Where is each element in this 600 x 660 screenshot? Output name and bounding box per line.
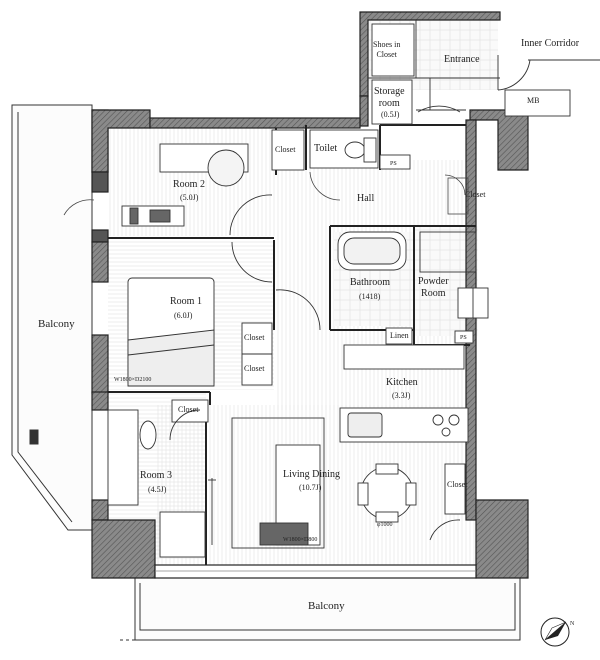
entrance-label: Entrance xyxy=(444,54,480,65)
sofa-dim: W1800×D800 xyxy=(283,537,318,543)
wall-sw-corner xyxy=(91,519,156,579)
inner-corridor-label: Inner Corridor xyxy=(521,38,580,49)
balcony-drain xyxy=(29,429,39,445)
walls xyxy=(91,11,529,579)
toilet xyxy=(309,129,411,170)
compass-icon xyxy=(540,617,570,647)
bath-fixtures xyxy=(337,231,489,345)
ps-powder-label: PS xyxy=(460,335,467,341)
living-dining-size: (10.7J) xyxy=(299,483,322,492)
room2-size: (5.0J) xyxy=(180,193,199,202)
closet-living-label: Closet xyxy=(447,480,468,489)
wall-east xyxy=(465,119,477,521)
room2-label: Room 2 xyxy=(173,179,205,190)
closet-hall-label: Closet xyxy=(465,190,486,199)
shoes-closet-label: Shoes in Closet xyxy=(373,40,401,59)
balcony-south-label: Balcony xyxy=(308,600,345,612)
closet-room2-label: Closet xyxy=(275,145,296,154)
kitchen-size: (3.3J) xyxy=(392,391,411,400)
balcony-west xyxy=(11,104,93,531)
room1-size: (6.0J) xyxy=(174,311,193,320)
door-swings xyxy=(63,171,469,216)
balcony-south xyxy=(134,578,521,641)
balconies xyxy=(11,104,521,641)
storage-size: (0.5J) xyxy=(381,110,400,119)
table-dim: φ1000 xyxy=(377,522,393,528)
closet-room3-label: Closet xyxy=(178,405,199,414)
balcony-west-rail xyxy=(17,112,73,523)
wall-north xyxy=(149,117,361,129)
kitchen-counters xyxy=(339,344,469,443)
bathroom-size: (1418) xyxy=(359,292,381,301)
balcony-south-rail xyxy=(139,583,516,631)
mb-label: MB xyxy=(527,96,540,105)
living-dining-label: Living Dining xyxy=(283,469,340,480)
mb-box xyxy=(504,89,571,117)
room1-furniture xyxy=(127,241,321,387)
balcony-west-label: Balcony xyxy=(38,318,75,330)
ps-toilet-label: PS xyxy=(390,161,397,167)
wall-ne-corner xyxy=(469,109,529,171)
room3-size: (4.5J) xyxy=(148,485,167,494)
closet-room1-b-label: Closet xyxy=(244,364,265,373)
living-furniture xyxy=(231,417,466,549)
bathroom-label: Bathroom xyxy=(350,277,390,288)
entrance-area xyxy=(368,20,600,125)
kitchen-label: Kitchen xyxy=(386,377,418,388)
wall-se-corner xyxy=(475,499,529,579)
storage-label: Storage room xyxy=(374,86,405,109)
room3-furniture xyxy=(107,399,216,558)
hall-label: Hall xyxy=(357,193,375,204)
compass-n-label: N xyxy=(570,621,575,627)
bed-dim: W1800×D2100 xyxy=(114,377,152,383)
room3-label: Room 3 xyxy=(140,470,172,481)
room2-furniture xyxy=(121,129,305,236)
powder-room-label: Powder Room xyxy=(418,276,449,299)
toilet-label: Toilet xyxy=(314,143,338,154)
dining-table xyxy=(360,466,414,520)
closet-room1-a-label: Closet xyxy=(244,333,265,342)
linen-label: Linen xyxy=(390,331,409,340)
room1-label: Room 1 xyxy=(170,296,202,307)
